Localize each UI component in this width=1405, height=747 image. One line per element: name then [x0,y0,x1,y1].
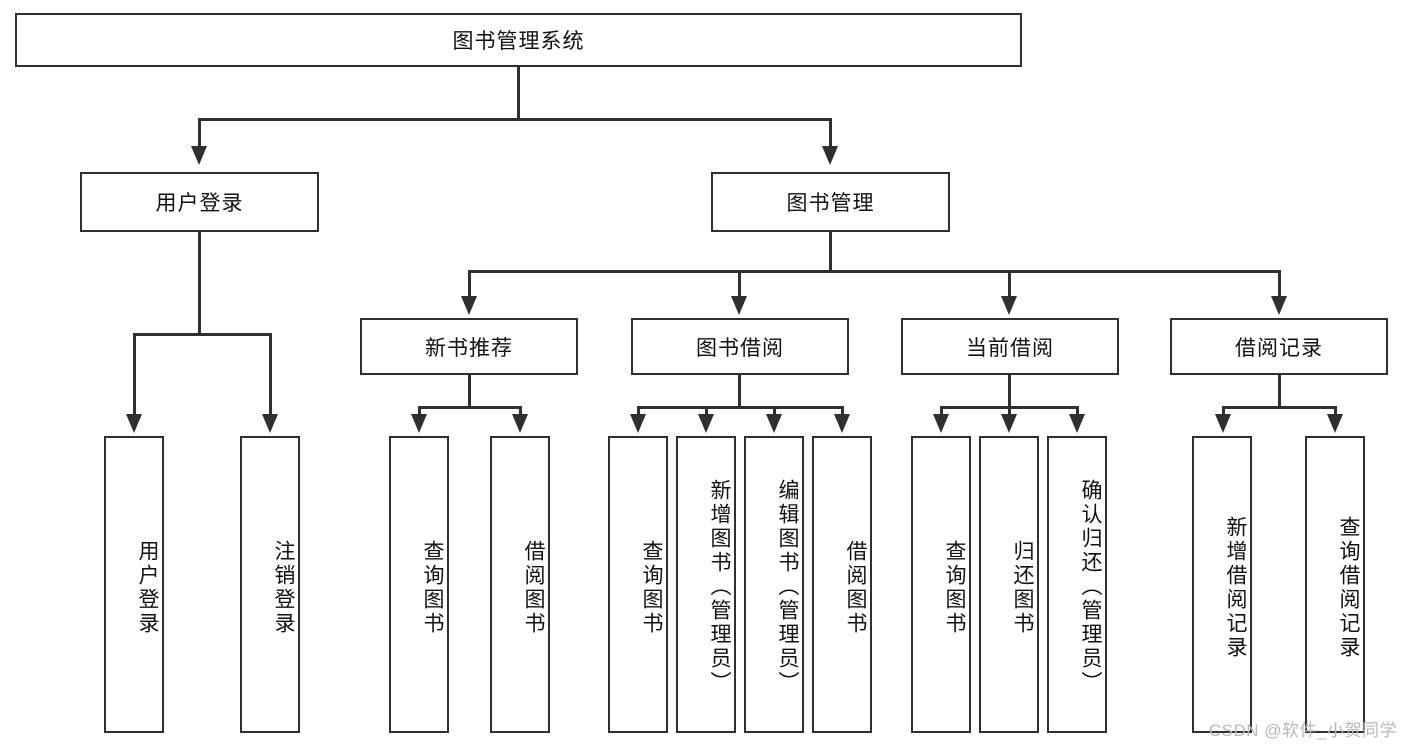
connector-bm-to-book-borrow [738,270,741,298]
connector-borrow-record-child-1 [1222,406,1225,418]
connector-user-login-stem [198,232,201,335]
arrowhead-user-login-child-2 [262,414,278,433]
connector-book-borrow-child-3 [773,406,776,418]
leaf-current-borrow-query-books[interactable]: 查询图书 [911,436,971,733]
connector-current-borrow-child-2 [1008,406,1011,418]
node-book-management[interactable]: 图书管理 [711,172,950,232]
leaf-user-login[interactable]: 用户登录 [104,436,164,733]
connector-book-borrow-child-1 [637,406,640,418]
leaf-current-borrow-return-books[interactable]: 归还图书 [979,436,1039,733]
arrowhead-new-book-child-1 [411,414,427,433]
leaf-new-book-borrow-books[interactable]: 借阅图书 [490,436,550,733]
arrowhead-book-borrow-child-2 [698,414,714,433]
node-user-login[interactable]: 用户登录 [80,172,319,232]
arrowhead-current-borrow-child-1 [933,414,949,433]
arrowhead-bm-to-borrow-record [1271,296,1287,315]
connector-borrow-record-bar [1222,406,1336,409]
connector-root-bar [198,118,831,121]
leaf-book-borrow-borrow-books[interactable]: 借阅图书 [812,436,872,733]
node-root-book-management-system[interactable]: 图书管理系统 [15,13,1022,67]
leaf-borrow-record-add-record[interactable]: 新增借阅记录 [1192,436,1252,733]
arrowhead-book-borrow-child-3 [766,414,782,433]
leaf-borrow-record-query-record[interactable]: 查询借阅记录 [1305,436,1365,733]
node-new-book-recommend[interactable]: 新书推荐 [360,318,578,375]
arrowhead-current-borrow-child-3 [1069,414,1085,433]
connector-new-book-child-2 [519,406,522,418]
connector-root-to-user-login [198,118,201,149]
node-current-borrow[interactable]: 当前借阅 [901,318,1119,375]
connector-root-stem [517,67,520,120]
leaf-logout[interactable]: 注销登录 [240,436,300,733]
arrowhead-book-borrow-child-4 [834,414,850,433]
connector-bm-to-current-borrow [1008,270,1011,298]
connector-book-borrow-child-2 [705,406,708,418]
connector-current-borrow-child-1 [940,406,943,418]
connector-borrow-record-stem [1278,375,1281,408]
connector-book-borrow-child-4 [841,406,844,418]
arrowhead-new-book-child-2 [512,414,528,433]
connector-bm-to-borrow-record [1278,270,1281,298]
leaf-book-borrow-query-books[interactable]: 查询图书 [608,436,668,733]
leaf-book-borrow-edit-book-admin[interactable]: 编辑图书（管理员） [744,436,804,733]
arrowhead-current-borrow-child-2 [1001,414,1017,433]
connector-new-book-child-1 [418,406,421,418]
connector-book-management-stem [829,232,832,272]
connector-user-login-bar [133,333,270,336]
connector-bm-to-new-book [468,270,471,298]
leaf-new-book-query-books[interactable]: 查询图书 [389,436,449,733]
connector-new-book-bar [418,406,521,409]
connector-new-book-stem [468,375,471,408]
arrowhead-bm-to-new-book [461,296,477,315]
connector-current-borrow-stem [1008,375,1011,408]
arrowhead-borrow-record-child-1 [1215,414,1231,433]
arrowhead-book-borrow-child-1 [630,414,646,433]
arrowhead-user-login-child-1 [126,414,142,433]
connector-book-borrow-bar [637,406,843,409]
arrowhead-bm-to-book-borrow [731,296,747,315]
arrowhead-bm-to-current-borrow [1001,296,1017,315]
connector-book-management-bar [468,270,1280,273]
arrowhead-root-to-book-management [822,146,838,165]
arrowhead-borrow-record-child-2 [1327,414,1343,433]
node-book-borrow[interactable]: 图书借阅 [631,318,849,375]
arrowhead-root-to-user-login [191,146,207,165]
node-borrow-record[interactable]: 借阅记录 [1170,318,1388,375]
leaf-current-borrow-confirm-return-admin[interactable]: 确认归还（管理员） [1047,436,1107,733]
connector-root-to-book-management [829,118,832,149]
leaf-book-borrow-add-book-admin[interactable]: 新增图书（管理员） [676,436,736,733]
connector-user-login-child-1 [133,333,136,416]
connector-book-borrow-stem [738,375,741,408]
connector-user-login-child-2 [269,333,272,416]
connector-current-borrow-child-3 [1076,406,1079,418]
connector-borrow-record-child-2 [1334,406,1337,418]
